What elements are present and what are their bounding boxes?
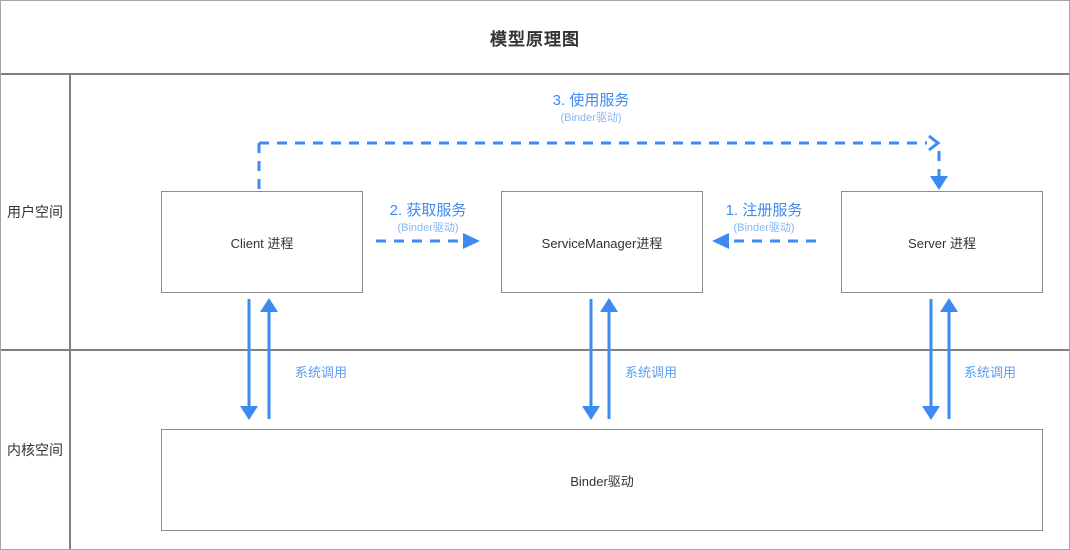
edge-get-service-arrow	[376, 233, 480, 249]
edge-label-use-service-subtext: (Binder驱动)	[560, 112, 622, 124]
edge-label-get-service-text: 2. 获取服务	[389, 202, 467, 219]
node-binder-driver: Binder驱动	[161, 429, 1043, 531]
edge-label-get-service: 2. 获取服务 (Binder驱动)	[390, 202, 467, 235]
edge-syscall-service-manager-arrows	[582, 298, 618, 420]
edge-use-service-arrow	[257, 134, 948, 190]
edge-label-register-service: 1. 注册服务 (Binder驱动)	[726, 202, 803, 235]
lane-label-column-divider	[69, 75, 71, 549]
edge-label-syscall-service-manager: 系统调用	[624, 365, 678, 380]
edge-syscall-client-arrows	[240, 298, 278, 420]
page-title: 模型原理图	[490, 29, 580, 49]
edge-label-syscall-server: 系统调用	[963, 365, 1017, 380]
node-client-process: Client 进程	[161, 191, 363, 293]
edge-label-use-service-text: 3. 使用服务	[552, 92, 630, 109]
edge-register-service-arrow	[712, 233, 816, 249]
edge-label-register-service-text: 1. 注册服务	[725, 202, 803, 219]
node-binder-driver-label: Binder驱动	[570, 473, 634, 489]
edge-label-syscall-client: 系统调用	[294, 365, 348, 380]
edge-label-use-service: 3. 使用服务 (Binder驱动)	[553, 92, 630, 125]
lane-label-kernel-space: 内核空间	[7, 442, 63, 458]
edge-syscall-server-arrows	[922, 298, 958, 420]
lane-label-user-space: 用户空间	[7, 204, 63, 220]
node-service-manager-process: ServiceManager进程	[501, 191, 703, 293]
node-client-label: Client 进程	[230, 235, 294, 251]
lane-divider	[1, 349, 1069, 351]
edge-label-register-service-subtext: (Binder驱动)	[733, 222, 795, 234]
node-server-label: Server 进程	[908, 235, 976, 251]
edge-label-get-service-subtext: (Binder驱动)	[397, 222, 459, 234]
node-service-manager-label: ServiceManager进程	[541, 235, 663, 251]
node-server-process: Server 进程	[841, 191, 1043, 293]
title-divider	[1, 73, 1069, 75]
